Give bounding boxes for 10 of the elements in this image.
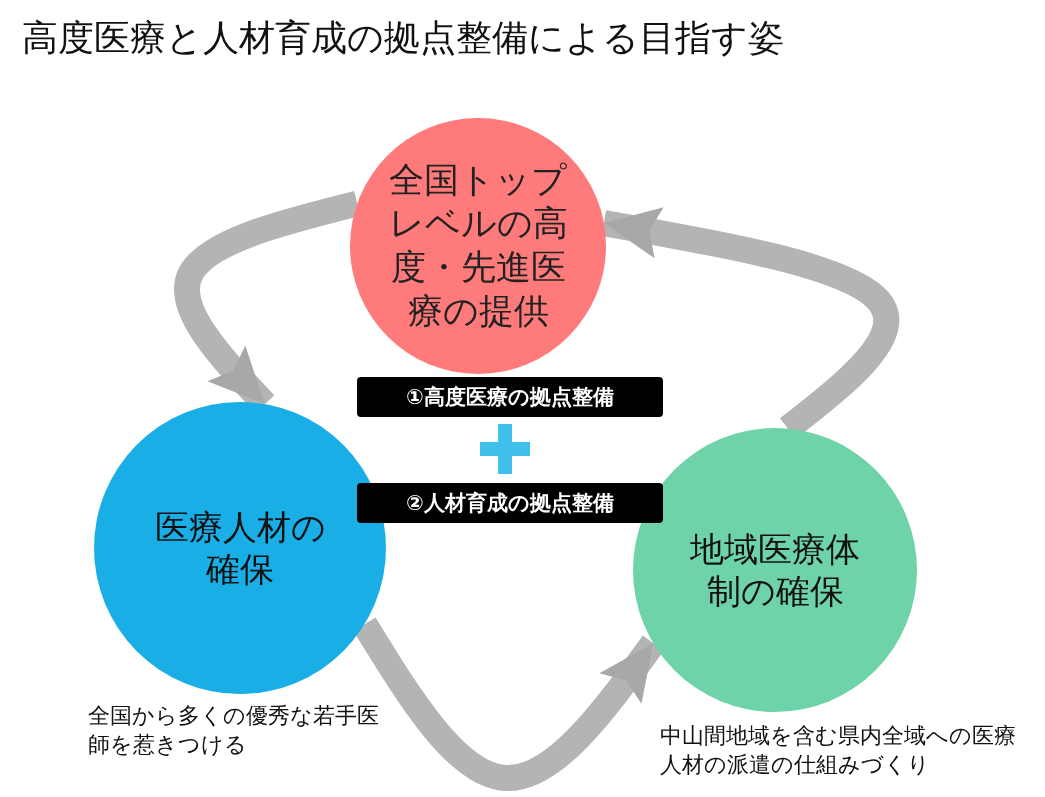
caption-text: 全国から多くの優秀な若手医師を惹きつける bbox=[88, 702, 380, 759]
label-box bbox=[357, 483, 663, 523]
diagram-title: 高度医療と人材育成の拠点整備による目指す姿 bbox=[22, 16, 784, 60]
node-text: ①高度医療の拠点整備 bbox=[406, 384, 614, 411]
caption-text: 中山間地域を含む県内全域への医療人材の派遣の仕組みづくり bbox=[660, 722, 1017, 779]
node-text: 全国トップレベルの高度・先進医療の提供 bbox=[387, 158, 569, 333]
node-text: ②人材育成の拠点整備 bbox=[406, 490, 614, 517]
label-box bbox=[357, 377, 663, 417]
node-text: 地域医療体制の確保 bbox=[689, 527, 861, 613]
node-text: 医療人材の確保 bbox=[153, 505, 327, 591]
